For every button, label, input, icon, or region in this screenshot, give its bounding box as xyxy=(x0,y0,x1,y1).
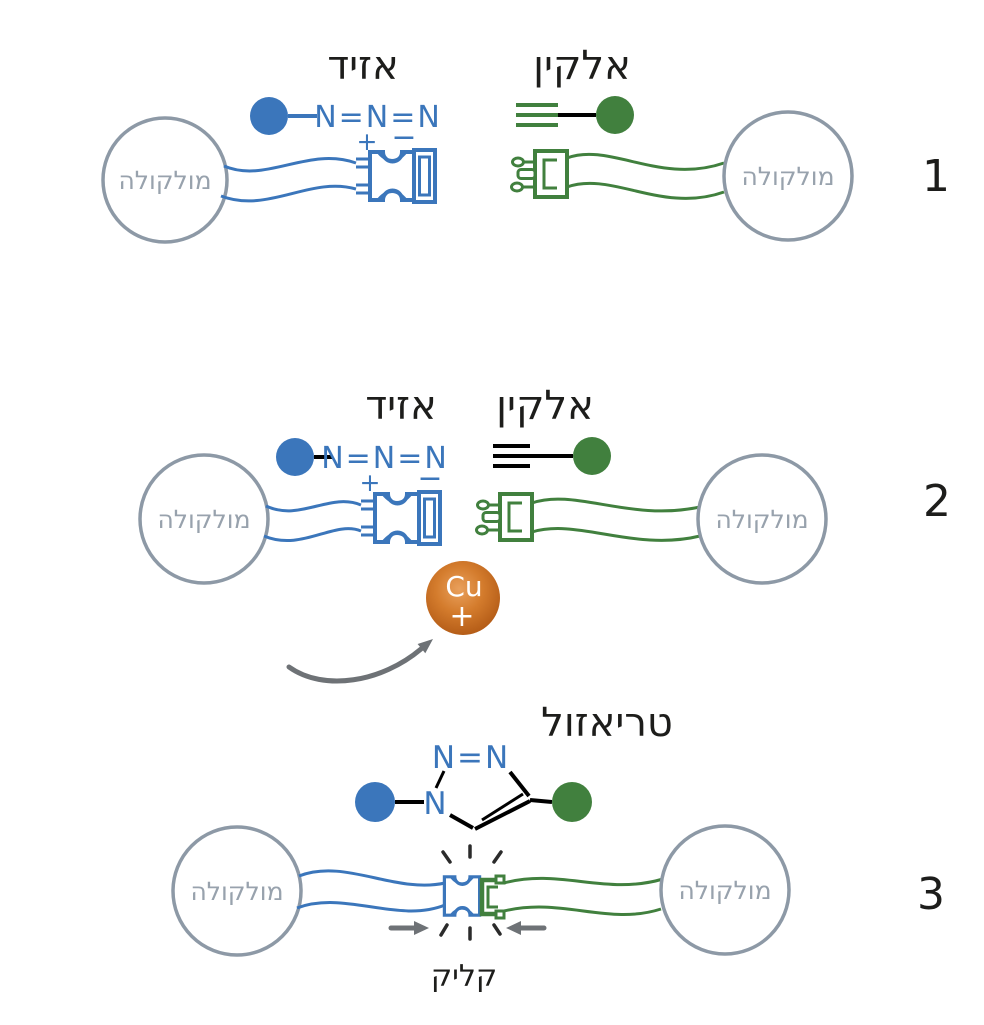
ring-bond-n1-n2 xyxy=(434,770,446,789)
copper-charge: + xyxy=(449,599,474,634)
molecule-label: מולקולה xyxy=(157,505,250,534)
azide-strap-top xyxy=(223,157,357,173)
click-burst-icon xyxy=(439,844,503,941)
azide-buckle-female-icon xyxy=(373,492,421,544)
molecule-label: מולקולה xyxy=(118,166,211,195)
catalyst-arrow-head-icon xyxy=(417,639,433,654)
alkyne-triple-bond xyxy=(493,444,530,468)
alkyne-strap-top xyxy=(566,152,725,171)
alkyne-title: אלקין xyxy=(533,43,631,89)
azide-group-dot xyxy=(276,438,314,476)
alkyne-title: אלקין xyxy=(496,383,594,429)
azide-title: אזיד xyxy=(365,383,436,429)
alkyne-strap-top xyxy=(531,497,701,513)
azide-buckle-tabs-icon xyxy=(359,499,377,537)
alkyne-triple-bond xyxy=(516,103,558,127)
catalyst-arrow xyxy=(286,646,424,684)
azide-group-dot xyxy=(355,782,395,822)
azide-buckle-tabs-icon xyxy=(354,157,372,195)
step-number-3: 3 xyxy=(917,869,945,920)
azide-buckle-slot-icon xyxy=(417,490,442,546)
ring-bond-n3-c4 xyxy=(508,770,531,798)
step-3: טריאזול N N=N מולקולה xyxy=(171,700,945,994)
molecule-circle xyxy=(101,116,229,244)
ring-nitrogen-1: N xyxy=(423,786,448,822)
click-label: קליק xyxy=(431,959,497,994)
step-1: אזיד אלקין N=N=N + − מולקולה מ xyxy=(101,43,950,244)
molecule-circle xyxy=(696,453,828,585)
step-number-1: 1 xyxy=(922,151,950,202)
molecule-circle xyxy=(171,825,303,957)
alkyne-group-dot xyxy=(573,437,611,475)
copper-ion-ball xyxy=(426,561,500,635)
azide-group-dot xyxy=(250,97,288,135)
step-2: אזיד אלקין N=N=N + − מולקולה מ xyxy=(138,383,951,684)
alkyne-strap-top xyxy=(503,876,664,887)
molecule-circle xyxy=(722,110,854,242)
molecule-circle xyxy=(659,824,791,956)
molecule-label: מולקולה xyxy=(678,876,771,905)
alkyne-group-dot xyxy=(596,96,634,134)
azide-title: אזיד xyxy=(327,43,398,89)
azide-formula: N=N=N xyxy=(314,100,442,135)
ring-top-nitrogens: N=N xyxy=(432,740,510,776)
azide-buckle-slot-icon xyxy=(412,148,437,204)
molecule-label: מולקולה xyxy=(715,505,808,534)
press-arrow-left-icon xyxy=(388,921,429,935)
azide-formula: N=N=N xyxy=(321,441,449,476)
ring-double-bond-outer xyxy=(474,799,531,831)
alkyne-strap-bottom xyxy=(531,527,701,542)
ring-double-bond-inner xyxy=(481,792,524,822)
step-number-2: 2 xyxy=(923,476,951,527)
azide-plus-charge: + xyxy=(357,127,378,156)
copper-symbol: Cu xyxy=(445,570,482,603)
molecule-label: מולקולה xyxy=(741,162,834,191)
alkyne-group-dot xyxy=(552,782,592,822)
azide-plus-charge: + xyxy=(360,468,381,497)
alkyne-strap-bottom xyxy=(503,905,662,916)
azide-strap-bottom xyxy=(263,527,362,543)
ring-bond-c5-n1 xyxy=(449,813,474,830)
ring-bond-green xyxy=(529,798,553,804)
azide-buckle-female-icon xyxy=(442,875,482,917)
azide-strap-bottom xyxy=(296,901,446,913)
azide-strap-bottom xyxy=(220,184,357,203)
triazole-title: טריאזול xyxy=(541,700,673,746)
alkyne-connector-engaged-icon xyxy=(479,874,506,920)
molecule-label: מולקולה xyxy=(190,877,283,906)
azide-strap-top xyxy=(265,500,362,513)
press-arrow-right-icon xyxy=(506,921,547,935)
alkyne-connector-male-icon xyxy=(474,492,534,542)
alkyne-connector-male-icon xyxy=(509,149,569,199)
molecule-circle xyxy=(138,453,270,585)
azide-strap-top xyxy=(298,869,446,887)
alkyne-strap-bottom xyxy=(566,181,725,200)
azide-buckle-female-icon xyxy=(368,150,416,202)
